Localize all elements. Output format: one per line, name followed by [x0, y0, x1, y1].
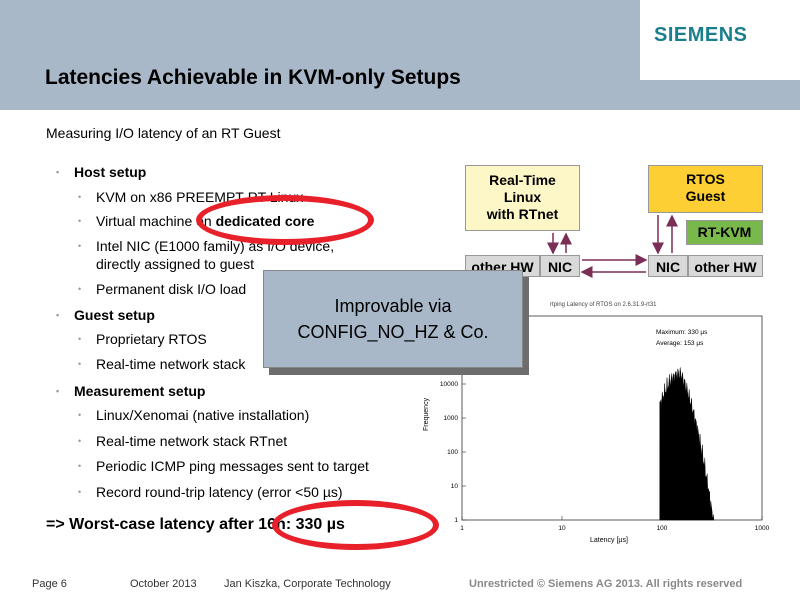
bullet-host: •Host setup: [56, 164, 147, 180]
siemens-logo: SIEMENS: [654, 24, 748, 46]
rtos-guest-box: RTOS Guest: [648, 165, 763, 213]
highlight-ellipse-dedicated-core: [196, 195, 374, 245]
latency-histogram: rtping Latency of RTOS on 2.6.31.9-rt31 …: [410, 296, 775, 558]
annotation-maximum: Maximum: 330 µs: [656, 329, 708, 336]
bullet-meas-3-label: Periodic ICMP ping messages sent to targ…: [96, 458, 369, 474]
chart-title: rtping Latency of RTOS on 2.6.31.9-rt31: [550, 302, 657, 308]
bullet-meas-4-label: Record round-trip latency (error <50 µs): [96, 484, 343, 500]
y-axis-label: Frequency: [423, 397, 430, 431]
rt-linux-line3: with RTnet: [486, 206, 559, 222]
callout-box: Improvable via CONFIG_NO_HZ & Co.: [263, 270, 523, 368]
y-tick-label: 1000: [444, 415, 459, 422]
rtos-line1: RTOS: [686, 171, 725, 187]
bullet-guest-1-label: Proprietary RTOS: [96, 331, 207, 347]
histogram-bars: [659, 367, 715, 521]
bullet-meas-2: •Real-time network stack RTnet: [78, 433, 288, 449]
footer-date: October 2013: [130, 578, 197, 590]
x-tick-label: 10: [558, 525, 566, 532]
callout-line1: Improvable via: [334, 296, 452, 316]
bullet-guest-label: Guest setup: [74, 307, 155, 323]
bullet-meas-label: Measurement setup: [74, 383, 206, 399]
y-tick-label: 10: [451, 483, 459, 490]
bullet-host-4: •Permanent disk I/O load: [78, 281, 247, 297]
bullet-host-3-cont: directly assigned to guest: [96, 256, 254, 272]
bullet-host-label: Host setup: [74, 164, 147, 180]
rt-linux-line1: Real-Time: [489, 172, 556, 188]
nic-right: NIC: [648, 255, 688, 277]
footer-page: Page 6: [32, 578, 67, 590]
rt-linux-line2: Linux: [503, 189, 542, 205]
bullet-guest-2-label: Real-time network stack: [96, 356, 246, 372]
highlight-ellipse-worst-case: [272, 500, 439, 550]
annotation-average: Average: 153 µs: [656, 340, 704, 347]
slide-subtitle: Measuring I/O latency of an RT Guest: [46, 125, 281, 141]
bullet-meas-1-label: Linux/Xenomai (native installation): [96, 407, 310, 423]
footer-copyright: Unrestricted © Siemens AG 2013. All righ…: [469, 578, 743, 590]
footer-author: Jan Kiszka, Corporate Technology: [224, 578, 391, 590]
x-tick-label: 1: [460, 525, 464, 532]
bullet-host-4-label: Permanent disk I/O load: [96, 281, 247, 297]
rt-linux-box: Real-Time Linux with RTnet: [465, 165, 580, 231]
other-hw-right: other HW: [688, 255, 763, 277]
bullet-meas-1: •Linux/Xenomai (native installation): [78, 407, 310, 423]
rt-kvm-box: RT-KVM: [686, 220, 763, 245]
bullet-host-2-label: Virtual machine on: [96, 213, 216, 229]
x-tick-label: 100: [657, 525, 668, 532]
bullet-guest: •Guest setup: [56, 307, 155, 323]
nic-left: NIC: [540, 255, 580, 277]
slide-title: Latencies Achievable in KVM-only Setups: [45, 66, 461, 89]
bullet-guest-2: •Real-time network stack: [78, 356, 246, 372]
bullet-meas: •Measurement setup: [56, 383, 206, 399]
y-tick-label: 1: [454, 517, 458, 524]
bullet-guest-1: •Proprietary RTOS: [78, 331, 207, 347]
rtos-line2: Guest: [685, 188, 726, 204]
histogram-svg: rtping Latency of RTOS on 2.6.31.9-rt31 …: [423, 302, 770, 544]
y-tick-label: 100: [447, 449, 458, 456]
bullet-meas-2-label: Real-time network stack RTnet: [96, 433, 288, 449]
conclusion-text: => Worst-case latency after 16h: 330 µs: [46, 516, 345, 533]
bullet-meas-4: •Record round-trip latency (error <50 µs…: [78, 484, 343, 500]
callout-line2: CONFIG_NO_HZ & Co.: [297, 322, 489, 342]
logo-area: [640, 0, 800, 80]
bullet-meas-3: •Periodic ICMP ping messages sent to tar…: [78, 458, 369, 474]
x-axis-label: Latency [µs]: [590, 537, 628, 544]
x-tick-label: 1000: [755, 525, 770, 532]
y-tick-label: 10000: [440, 381, 458, 388]
